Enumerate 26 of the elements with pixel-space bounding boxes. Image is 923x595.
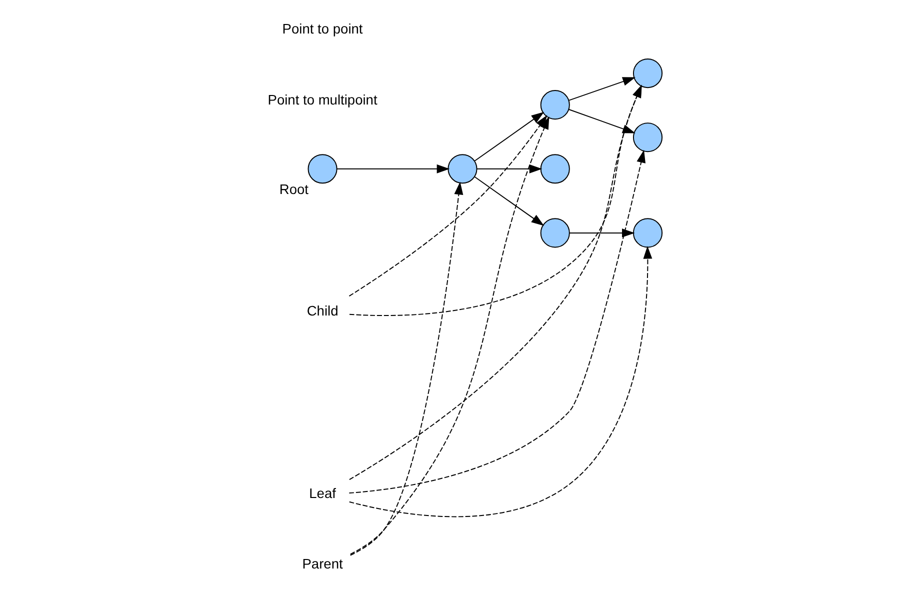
arrow bbox=[474, 176, 544, 226]
node-label: Root bbox=[279, 182, 309, 198]
arrow bbox=[349, 84, 642, 316]
node-circle bbox=[632, 218, 663, 248]
node-circle bbox=[540, 154, 570, 184]
label: Point to point bbox=[282, 22, 363, 37]
arrow bbox=[568, 77, 636, 101]
arrow bbox=[348, 150, 646, 494]
arrow bbox=[348, 115, 548, 297]
node-circle bbox=[308, 154, 338, 184]
arrow bbox=[476, 164, 542, 174]
arrow bbox=[569, 228, 635, 238]
node-circle bbox=[540, 90, 570, 120]
arrow bbox=[348, 246, 652, 518]
node-text: Parent bbox=[302, 556, 343, 572]
arrow bbox=[336, 164, 450, 174]
node-circle bbox=[632, 58, 663, 88]
node-text: Child bbox=[306, 303, 338, 318]
label: Point to multipoint bbox=[268, 92, 378, 108]
node-circle bbox=[632, 122, 663, 152]
node-circle bbox=[540, 218, 570, 248]
arrow bbox=[474, 112, 544, 162]
node-text: Leaf bbox=[309, 486, 336, 501]
arrow bbox=[350, 182, 464, 556]
arrow bbox=[348, 84, 642, 480]
node-circle bbox=[448, 154, 478, 184]
